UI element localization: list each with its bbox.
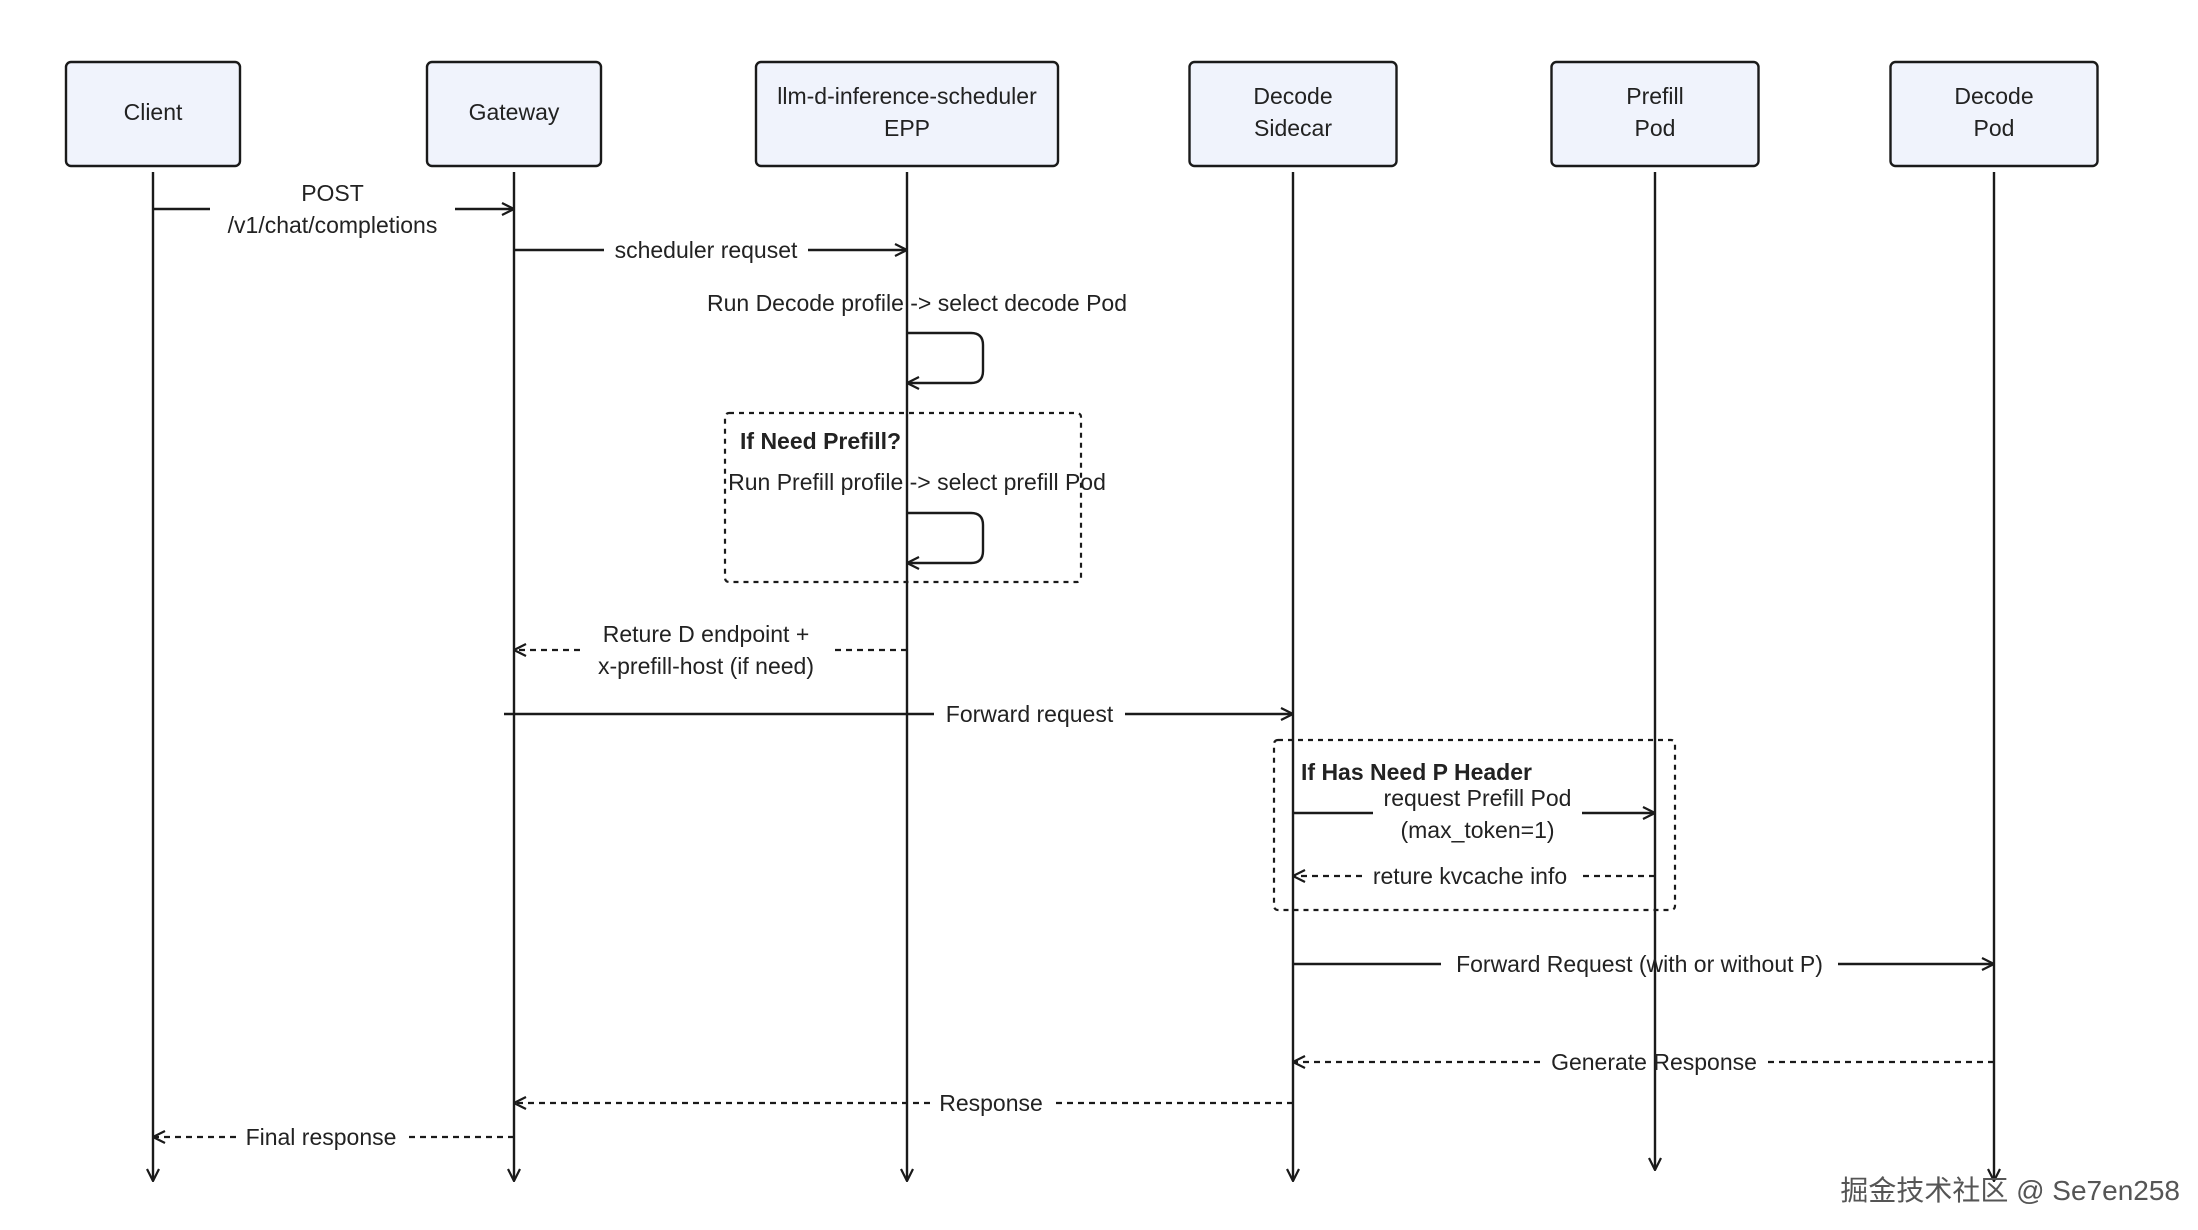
message-label: Final response: [246, 1124, 397, 1150]
participant-label: Pod: [1635, 115, 1676, 141]
frame-f1: If Need Prefill?: [723, 411, 1083, 584]
participant-box: [1188, 60, 1398, 168]
message-m11: Response: [514, 1090, 1293, 1116]
message-m6: Forward request: [504, 701, 1293, 727]
message-m5: Reture D endpoint + x-prefill-host (if ne…: [514, 621, 907, 679]
message-label: reture kvcache info: [1373, 863, 1567, 889]
participant-label: Gateway: [469, 99, 560, 125]
frame-title: If Has Need P Header: [1301, 759, 1532, 785]
message-label: /v1/chat/completions: [228, 212, 438, 238]
message-label: request Prefill Pod: [1384, 785, 1572, 811]
message-label: (max_token=1): [1400, 817, 1554, 843]
participant-box: [425, 60, 603, 168]
message-m1: POST/v1/chat/completions: [153, 180, 514, 238]
message-label: Generate Response: [1551, 1049, 1757, 1075]
message-label: Reture D endpoint +: [603, 621, 810, 647]
message-m9: Forward Request (with or without P): [1293, 951, 1994, 977]
message-label: Run Decode profile -> select decode Pod: [707, 290, 1127, 316]
participant-label: llm-d-inference-scheduler: [777, 83, 1037, 109]
participant-label: Prefill: [1626, 83, 1684, 109]
frame-title: If Need Prefill?: [740, 428, 901, 454]
participant-label: Decode: [1253, 83, 1332, 109]
frame-f2: If Has Need P Header: [1272, 738, 1677, 912]
participant-label: Pod: [1974, 115, 2015, 141]
message-label: Forward request: [946, 701, 1114, 727]
message-label: Response: [939, 1090, 1043, 1116]
participant-label: EPP: [884, 115, 930, 141]
message-label: Forward Request (with or without P): [1456, 951, 1823, 977]
message-m3: Run Decode profile -> select decode Pod: [707, 290, 1127, 383]
message-label: POST: [301, 180, 364, 206]
participant-label: Decode: [1954, 83, 2033, 109]
participant-box: [1550, 60, 1760, 168]
message-label: x-prefill-host (if need): [598, 653, 814, 679]
participant-box: [754, 60, 1060, 168]
participant-client: Client: [64, 60, 242, 168]
message-m12: Final response: [153, 1124, 514, 1150]
frame-border: [1272, 738, 1677, 912]
message-label: scheduler requset: [615, 237, 798, 263]
message-m2: scheduler requset: [514, 237, 907, 263]
message-m7: request Prefill Pod (max_token=1): [1293, 785, 1655, 843]
message-m4: Run Prefill profile -> select prefill Po…: [728, 469, 1106, 563]
self-message-arrow: [907, 331, 985, 383]
participant-box: [1889, 60, 2099, 168]
participant-box: [64, 60, 242, 168]
participant-label: Sidecar: [1254, 115, 1332, 141]
message-m10: Generate Response: [1293, 1049, 1994, 1075]
frame-border: [723, 411, 1083, 584]
message-m8: reture kvcache info: [1293, 863, 1655, 889]
watermark: 掘金技术社区 @ Se7en258: [1840, 1175, 2180, 1206]
self-message-arrow: [907, 511, 985, 563]
participant-label: Client: [124, 99, 183, 125]
message-label: Run Prefill profile -> select prefill Po…: [728, 469, 1106, 495]
participant-gateway: Gateway: [425, 60, 603, 168]
